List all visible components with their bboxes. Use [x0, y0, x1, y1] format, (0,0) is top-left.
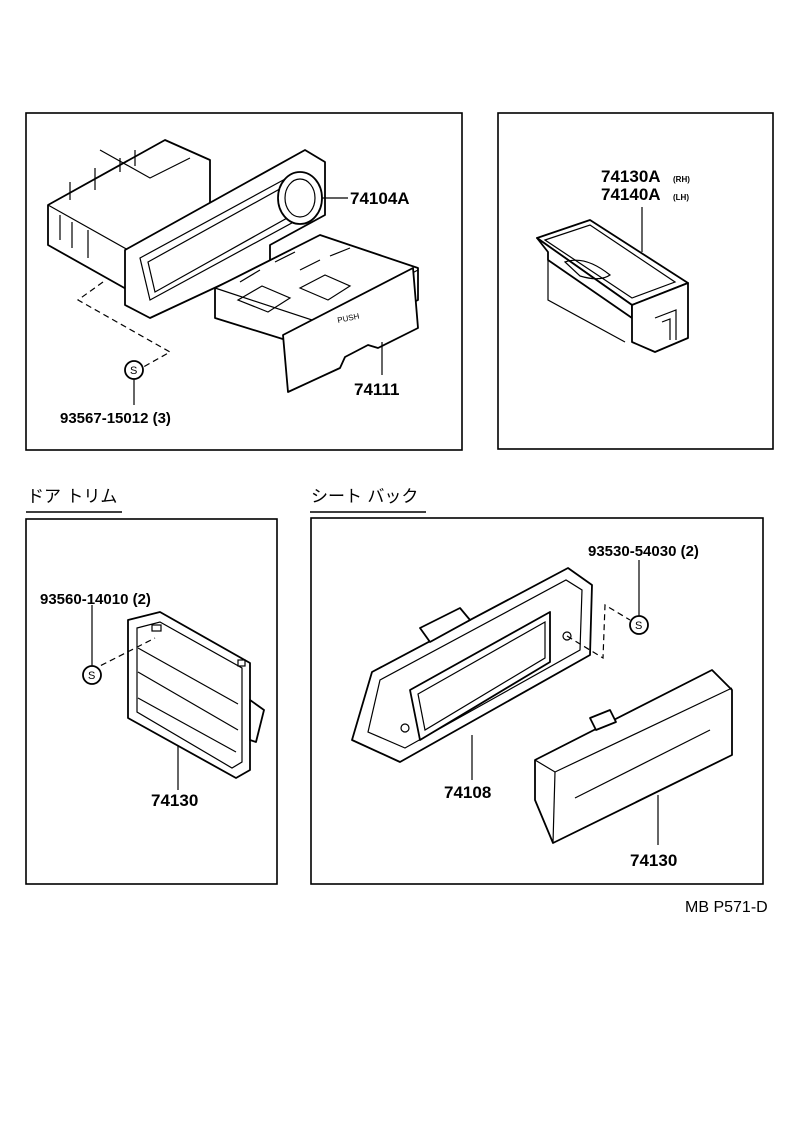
label-74104A: 74104A — [350, 189, 410, 208]
label-74130A: 74130A — [601, 167, 661, 186]
svg-text:S: S — [88, 670, 95, 682]
ashtray-drawer-74111: PUSH — [214, 234, 419, 393]
housing-74108 — [351, 567, 593, 763]
label-74108: 74108 — [444, 783, 491, 802]
label-74140A: 74140A — [601, 185, 661, 204]
ashtray-74130-door — [127, 611, 265, 779]
panel-ashtray-assy — [25, 112, 463, 451]
screw-symbol-93567: S — [124, 360, 144, 380]
label-93530-54030: 93530-54030 (2) — [588, 543, 699, 560]
label-74140A-lh: (LH) — [673, 193, 689, 202]
label-74130-door: 74130 — [151, 791, 198, 810]
label-74130A-rh: (RH) — [673, 175, 690, 184]
screw-symbol-93530: S — [629, 615, 649, 635]
panel-door-trim — [25, 518, 278, 885]
label-93560-14010: 93560-14010 (2) — [40, 591, 151, 608]
svg-text:S: S — [635, 620, 642, 632]
panel-seat-back — [310, 517, 764, 885]
panel-rear-ashtray — [497, 112, 774, 450]
screw-symbol-93560: S — [82, 665, 102, 685]
section-title-seat-back: シート バック — [311, 487, 418, 507]
screw-lead-93567 — [76, 281, 172, 371]
label-93567-15012: 93567-15012 (3) — [60, 410, 171, 427]
ashtray-74130-seat — [534, 669, 733, 844]
section-title-door-trim: ドア トリム — [27, 487, 117, 507]
label-74130-seat: 74130 — [630, 851, 677, 870]
housing-74104A — [47, 139, 326, 319]
diagram-code: MB P571-D — [685, 899, 768, 916]
label-74111: 74111 — [354, 380, 399, 399]
svg-text:S: S — [130, 365, 137, 377]
screw-lead-93530 — [566, 603, 631, 660]
ashtray-74130A — [536, 219, 689, 353]
screw-lead-93560 — [91, 637, 156, 671]
